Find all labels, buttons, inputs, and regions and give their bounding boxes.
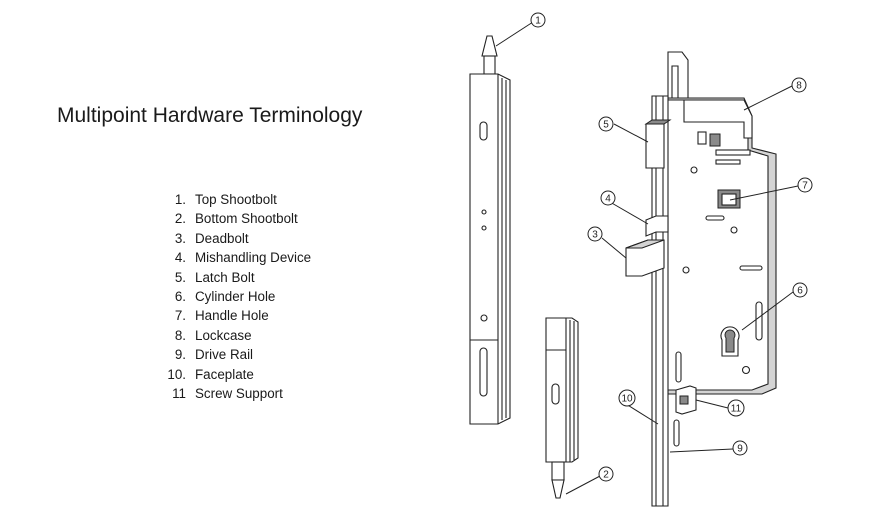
legend-number: 8. <box>174 327 186 343</box>
callout-3-label: 3 <box>592 230 598 241</box>
callout-11: 11 <box>727 399 745 417</box>
terminology-legend: 1. Top Shootbolt 2. Bottom Shootbolt 3. Dea… <box>156 190 311 403</box>
legend-label: Cylinder Hole <box>195 288 276 304</box>
callout-1: 1 <box>530 12 546 28</box>
legend-label: Faceplate <box>195 366 254 382</box>
legend-label: Bottom Shootbolt <box>195 211 298 227</box>
leader-lines <box>495 21 799 495</box>
legend-label: Latch Bolt <box>195 269 255 285</box>
callout-2-label: 2 <box>603 470 609 481</box>
callout-10: 10 <box>618 389 636 407</box>
legend-item-drive-rail: 9. Drive Rail <box>156 345 311 364</box>
legend-number: 3. <box>174 230 186 246</box>
legend-item-bottom-shootbolt: 2. Bottom Shootbolt <box>156 209 311 228</box>
callout-9-label: 9 <box>737 444 743 455</box>
legend-label: Mishandling Device <box>195 250 312 266</box>
legend-number: 10. <box>167 366 186 382</box>
legend-item-handle-hole: 7. Handle Hole <box>156 306 311 325</box>
callout-5-label: 5 <box>603 120 609 131</box>
callout-3: 3 <box>587 226 603 242</box>
legend-item-deadbolt: 3. Deadbolt <box>156 229 311 248</box>
legend-item-screw-support: 11 Screw Support <box>156 384 311 403</box>
callout-4: 4 <box>600 190 616 206</box>
legend-number: 2. <box>174 211 186 227</box>
legend-number: 6. <box>174 288 186 304</box>
legend-item-lockcase: 8. Lockcase <box>156 326 311 345</box>
legend-item-faceplate: 10. Faceplate <box>156 365 311 384</box>
legend-number: 9. <box>174 347 186 363</box>
legend-label: Drive Rail <box>195 347 254 363</box>
legend-number: 11 <box>172 385 186 401</box>
callout-4-label: 4 <box>605 194 611 205</box>
callout-8-label: 8 <box>796 81 802 92</box>
callout-7-label: 7 <box>802 181 808 192</box>
callout-5: 5 <box>598 116 614 132</box>
bottom-shootbolt-rod <box>545 317 579 499</box>
callout-6: 6 <box>792 282 808 298</box>
legend-label: Top Shootbolt <box>195 192 277 207</box>
callout-1-label: 1 <box>535 16 541 27</box>
lockcase-assembly <box>625 51 777 507</box>
legend-item-cylinder-hole: 6. Cylinder Hole <box>156 287 311 306</box>
legend-number: 1. <box>174 192 186 207</box>
legend-label: Deadbolt <box>195 230 249 246</box>
top-shootbolt-rod <box>469 35 511 425</box>
page-title: Multipoint Hardware Terminology <box>57 104 363 127</box>
legend-label: Handle Hole <box>195 308 269 324</box>
callout-6-label: 6 <box>797 286 803 297</box>
legend-item-mishandling-device: 4. Mishandling Device <box>156 248 311 267</box>
legend-number: 7. <box>174 308 186 324</box>
callout-2: 2 <box>598 466 614 482</box>
legend-item-latch-bolt: 5. Latch Bolt <box>156 268 311 287</box>
legend-item-top-shootbolt: 1. Top Shootbolt <box>156 190 311 209</box>
legend-label: Screw Support <box>195 385 283 401</box>
callout-11-label: 11 <box>731 404 742 415</box>
legend-label: Lockcase <box>195 327 252 343</box>
callout-8: 8 <box>791 77 807 93</box>
callout-7: 7 <box>797 177 813 193</box>
legend-number: 5. <box>174 269 186 285</box>
callout-9: 9 <box>732 440 748 456</box>
legend-number: 4. <box>174 250 186 266</box>
callout-10-label: 10 <box>621 394 633 405</box>
